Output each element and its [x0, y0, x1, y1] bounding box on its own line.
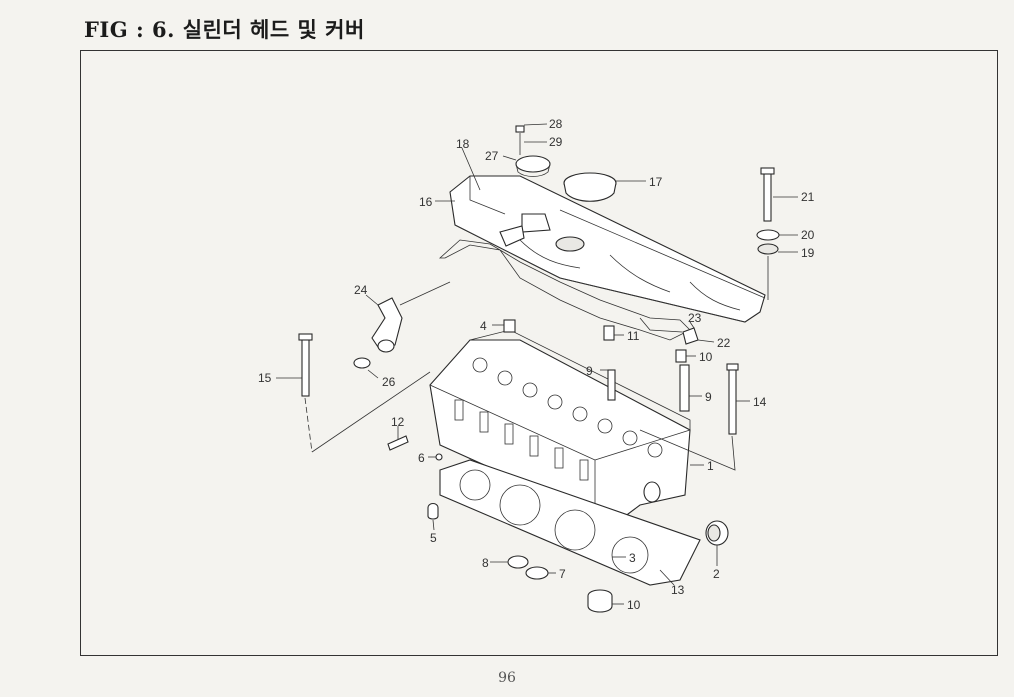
callout-7: 7 [559, 567, 566, 581]
cover-gasket [438, 239, 691, 341]
callout-14: 14 [753, 395, 767, 409]
nipple-fitting [682, 327, 699, 345]
valve-guide [679, 364, 690, 412]
callout-4: 4 [480, 319, 487, 333]
callout-20: 20 [801, 228, 815, 242]
callout-21: 21 [801, 190, 815, 204]
valve-cap [675, 349, 687, 363]
oil-filler-cap [555, 172, 617, 252]
callout-22: 22 [717, 336, 731, 350]
diagram-frame [80, 50, 998, 656]
callout-27: 27 [485, 149, 499, 163]
callout-17: 17 [649, 175, 663, 189]
callout-3: 3 [629, 551, 636, 565]
callout-19: 19 [801, 246, 815, 260]
nut-4 [503, 319, 516, 333]
breather-outlet [521, 213, 551, 233]
breather-hose [371, 281, 451, 353]
leader-lines [276, 123, 798, 605]
cover-bolt-assembly [559, 167, 780, 300]
callout-6: 6 [418, 451, 425, 465]
callout-labels: 28 29 18 27 17 16 21 20 19 24 23 22 4 11… [258, 117, 815, 612]
callout-26: 26 [382, 375, 396, 389]
callout-15: 15 [258, 371, 272, 385]
valve-stem-cap [603, 325, 615, 341]
callout-28: 28 [549, 117, 563, 131]
callout-24: 24 [354, 283, 368, 297]
breather-cover [515, 125, 551, 177]
stud-bolt [387, 435, 409, 451]
head-gasket [439, 459, 701, 586]
page-number: 96 [498, 670, 516, 686]
callout-1: 1 [707, 459, 714, 473]
callout-8: 8 [482, 556, 489, 570]
callout-16: 16 [419, 195, 433, 209]
callout-5: 5 [430, 531, 437, 545]
callout-10b: 10 [627, 598, 641, 612]
callout-23: 23 [688, 311, 702, 325]
figure-title: FIG : 6. 실린더 헤드 및 커버 [84, 17, 365, 42]
hose-clamp [353, 357, 371, 369]
callout-18: 18 [456, 137, 470, 151]
callout-10a: 10 [699, 350, 713, 364]
dowel-pin [435, 453, 443, 461]
callout-13: 13 [671, 583, 685, 597]
seal-ring-8 [507, 555, 529, 569]
callout-11: 11 [627, 329, 640, 343]
callout-9a: 9 [586, 364, 593, 378]
callout-12: 12 [391, 415, 405, 429]
callout-2: 2 [713, 567, 720, 581]
callout-9b: 9 [705, 390, 712, 404]
seal-ring-7 [525, 566, 549, 580]
valve-guide-small [607, 369, 616, 401]
cylinder-head [429, 329, 691, 521]
head-cover [449, 175, 766, 323]
expansion-plug [705, 520, 729, 546]
head-bolt-long [298, 333, 431, 453]
plug-5 [427, 502, 439, 520]
callout-29: 29 [549, 135, 563, 149]
plug-bottom [587, 589, 613, 613]
